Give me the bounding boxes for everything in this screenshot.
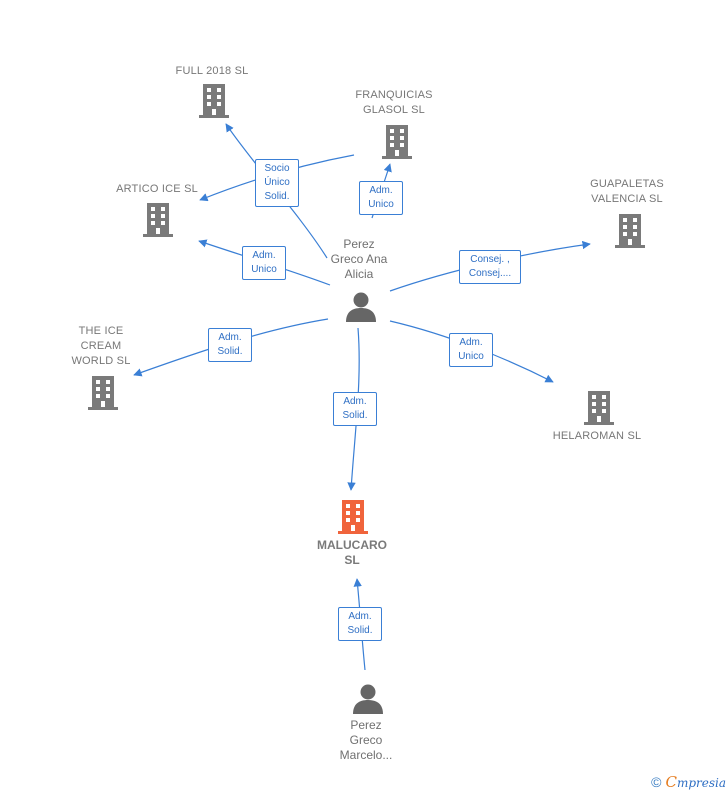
role-line: Adm. [459,337,483,348]
role-box-adm-unico-artico[interactable]: Adm. Unico [242,246,286,280]
company-label-line: GUAPALETAS [590,178,664,190]
company-label-full2018[interactable]: FULL 2018 SL [175,65,249,77]
person-label-line: Greco [349,733,383,747]
role-line: Unico [368,199,394,210]
role-line: Adm. [369,185,393,196]
person-label-line: Perez [343,237,375,251]
person-label-ana[interactable]: Perez Greco Ana Alicia [316,237,402,282]
role-line: Adm. [252,250,276,261]
company-label-helaroman[interactable]: HELAROMAN SL [552,430,642,442]
role-line: Unico [251,264,277,275]
building-icon-artico [143,203,173,237]
company-label-line: CREAM [80,340,122,352]
person-icon-marcelo [353,684,383,714]
role-line: Solid. [342,410,368,421]
role-line: Socio [264,163,290,174]
person-label-line: Marcelo... [339,748,393,762]
role-box-socio-unico[interactable]: Socio Único Solid. [255,159,299,207]
role-line: Adm. [218,332,242,343]
company-label-line: VALENCIA SL [591,193,663,205]
role-line: Solid. [347,625,373,636]
role-line: Consej. , [470,254,510,265]
role-line: Consej.... [468,268,512,279]
role-line: Adm. [348,611,372,622]
person-label-marcelo[interactable]: Perez Greco Marcelo... [320,718,412,763]
company-label-line: FRANQUICIAS [355,89,433,101]
person-label-line: Alicia [344,267,374,281]
role-box-adm-solid-icecream[interactable]: Adm. Solid. [208,328,252,362]
company-label-artico[interactable]: ARTICO ICE SL [116,183,198,195]
company-label-icecream[interactable]: THE ICE CREAM WORLD SL [55,324,147,369]
company-label-malucaro[interactable]: MALUCARO SL [300,538,404,568]
role-box-adm-unico-helaroman[interactable]: Adm. Unico [449,333,493,367]
company-label-line: THE ICE [78,325,124,337]
role-box-adm-unico-franquicias[interactable]: Adm. Unico [359,181,403,215]
building-icon-helaroman [584,391,614,425]
company-label-line: MALUCARO [317,538,387,552]
role-box-consej[interactable]: Consej. , Consej.... [459,250,521,284]
person-label-line: Greco Ana [330,252,388,266]
person-label-line: Perez [350,718,382,732]
brand-name: mpresia [676,776,726,790]
company-label-line: SL [344,553,360,567]
role-box-adm-solid-marcelo[interactable]: Adm. Solid. [338,607,382,641]
role-line: Solid. [217,346,243,357]
company-label-line: GLASOL SL [363,104,425,116]
company-label-line: WORLD SL [71,355,131,367]
person-icon-ana [346,292,376,322]
building-icon-franquicias [382,125,412,159]
building-icon-full2018 [199,84,229,118]
company-label-franquicias[interactable]: FRANQUICIAS GLASOL SL [335,88,453,118]
copyright-icon: © [651,774,662,790]
brand-footer[interactable]: ©Cmpresia [651,773,726,791]
role-line: Adm. [343,396,367,407]
building-icon-guapaletas [615,214,645,248]
brand-initial: C [665,773,677,791]
role-box-adm-solid-malucaro[interactable]: Adm. Solid. [333,392,377,426]
role-line: Unico [458,351,484,362]
building-icon-malucaro [338,500,368,534]
role-line: Solid. [264,191,290,202]
company-label-guapaletas[interactable]: GUAPALETAS VALENCIA SL [566,177,688,207]
role-line: Único [264,177,290,188]
building-icon-icecream [88,376,118,410]
